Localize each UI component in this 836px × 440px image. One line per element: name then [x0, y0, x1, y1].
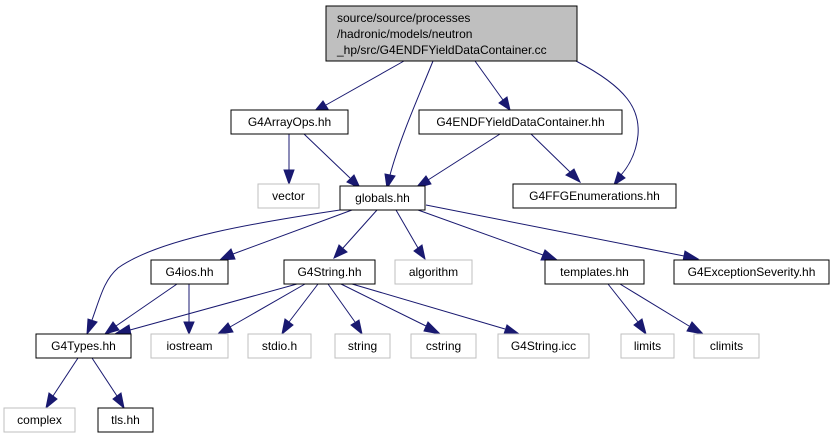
node-g4types[interactable]: G4Types.hh — [35, 333, 132, 359]
node-complex[interactable]: complex — [3, 407, 76, 433]
edge-g4endfyielddatacontainer-to-g4ffgenumerations — [530, 133, 582, 184]
root-file-node[interactable]: source/source/processes /hadronic/models… — [325, 5, 578, 62]
edge-templates-to-limits — [607, 283, 647, 336]
node-globals[interactable]: globals.hh — [339, 185, 426, 211]
node-g4endfyielddatacontainer[interactable]: G4ENDFYieldDataContainer.hh — [418, 109, 623, 135]
edge-globals-to-g4types — [86, 209, 341, 336]
node-label: globals.hh — [355, 191, 410, 205]
node-climits[interactable]: climits — [693, 333, 760, 359]
node-g4ffgenumerations[interactable]: G4FFGEnumerations.hh — [512, 183, 677, 209]
node-templates[interactable]: templates.hh — [544, 259, 645, 285]
edge-root-to-g4ffgenumerations — [575, 60, 639, 187]
node-label: G4ExceptionSeverity.hh — [688, 265, 816, 279]
node-label: iostream — [166, 339, 212, 353]
edge-g4types-to-complex — [45, 357, 79, 410]
node-label: climits — [710, 339, 743, 353]
edge-globals-to-g4ios — [218, 209, 353, 261]
node-label: stdio.h — [262, 339, 297, 353]
edge-g4ios-to-g4types — [103, 283, 178, 335]
node-g4exceptionseverity[interactable]: G4ExceptionSeverity.hh — [673, 259, 830, 285]
edge-g4string-to-g4types — [113, 283, 298, 336]
node-cstring[interactable]: cstring — [410, 333, 477, 359]
node-label: G4FFGEnumerations.hh — [529, 189, 660, 203]
node-label: vector — [272, 189, 305, 203]
root-file-label-line-1: source/source/processes — [337, 11, 470, 25]
node-label: G4ENDFYieldDataContainer.hh — [436, 115, 604, 129]
node-stdio[interactable]: stdio.h — [247, 333, 312, 359]
node-label: G4ArrayOps.hh — [248, 115, 331, 129]
root-file-label-line-2: /hadronic/models/neutron — [337, 27, 472, 41]
node-string[interactable]: string — [334, 333, 391, 359]
node-label: limits — [634, 339, 661, 353]
edge-root-to-g4arrayops — [312, 60, 405, 113]
node-vector[interactable]: vector — [257, 183, 320, 209]
edge-g4string-to-cstring — [340, 283, 442, 335]
edge-root-to-globals — [384, 60, 434, 190]
node-label: G4ios.hh — [165, 265, 213, 279]
edge-g4string-to-string — [327, 283, 363, 336]
node-label: G4Types.hh — [51, 339, 116, 353]
node-algorithm[interactable]: algorithm — [394, 259, 473, 285]
node-label: cstring — [426, 339, 461, 353]
node-label: G4String.icc — [511, 339, 576, 353]
root-file-label-line-3: _hp/src/G4ENDFYieldDataContainer.cc — [336, 43, 547, 57]
node-g4arrayops[interactable]: G4ArrayOps.hh — [230, 109, 349, 135]
node-g4ios[interactable]: G4ios.hh — [150, 259, 229, 285]
edge-g4arrayops-to-globals — [303, 133, 362, 190]
node-limits[interactable]: limits — [620, 333, 675, 359]
edge-g4string-to-stdio — [281, 283, 319, 336]
node-iostream[interactable]: iostream — [150, 333, 229, 359]
edge-g4types-to-tls — [91, 357, 125, 410]
node-label: algorithm — [409, 265, 458, 279]
edge-g4arrayops-to-vector — [283, 134, 295, 186]
edge-root-to-g4endfyielddatacontainer — [474, 60, 511, 112]
node-label: G4String.hh — [297, 265, 361, 279]
node-label: templates.hh — [560, 265, 629, 279]
edge-globals-to-g4exceptionseverity — [425, 204, 700, 262]
node-g4stringicc[interactable]: G4String.icc — [497, 333, 590, 359]
edge-globals-to-algorithm — [395, 209, 426, 261]
edge-g4endfyielddatacontainer-to-globals — [414, 133, 501, 189]
edge-g4ios-to-iostream — [183, 284, 195, 336]
node-tls[interactable]: tls.hh — [97, 407, 154, 433]
edge-templates-to-climits — [619, 283, 705, 335]
node-g4string[interactable]: G4String.hh — [283, 259, 376, 285]
edge-g4string-to-iostream — [216, 283, 306, 335]
node-label: tls.hh — [111, 413, 140, 427]
node-label: complex — [17, 413, 62, 427]
node-label: string — [348, 339, 377, 353]
edge-g4string-to-g4stringicc — [351, 283, 521, 335]
edge-globals-to-g4string — [333, 209, 378, 259]
